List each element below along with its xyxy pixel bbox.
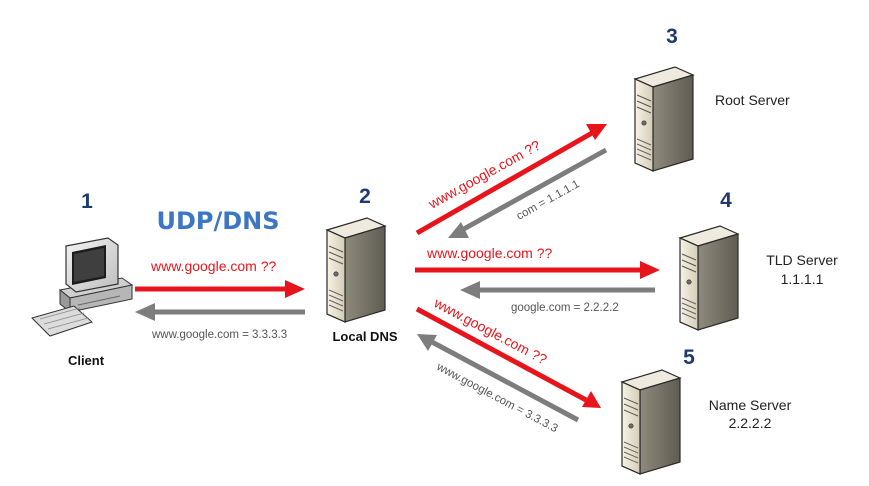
- arrow-client-to-local-dns: [135, 280, 305, 298]
- arrow-name-server-to-local-dns: [417, 334, 580, 423]
- arrow-tld-server-to-local-dns: [460, 281, 655, 299]
- name-server-ip: 2.2.2.2: [729, 415, 772, 431]
- step-number-local-dns: 2: [359, 185, 371, 208]
- client-answer-label: www.google.com = 3.3.3.3: [151, 329, 287, 341]
- arrow-local-dns-to-client: [135, 303, 305, 321]
- client-label: Client: [68, 353, 105, 368]
- tld-query-label: www.google.com ??: [426, 245, 553, 261]
- tld-server-icon: [679, 225, 739, 331]
- response-arrows: [135, 147, 655, 423]
- step-number-tld-server: 4: [720, 189, 732, 212]
- arrow-local-dns-to-tld-server: [415, 261, 660, 279]
- arrow-local-dns-to-root-server: [415, 124, 607, 236]
- tld-server-ip: 1.1.1.1: [781, 271, 824, 287]
- desktop-computer-icon: [31, 237, 134, 337]
- tld-answer-label: google.com = 2.2.2.2: [511, 302, 619, 314]
- client-query-label: www.google.com ??: [150, 258, 277, 274]
- root-server-label: Root Server: [715, 92, 790, 108]
- root-server-icon: [634, 66, 694, 172]
- arrow-root-server-to-local-dns: [448, 147, 608, 238]
- local-dns-label: Local DNS: [332, 329, 397, 344]
- local-dns-server-icon: [326, 217, 386, 323]
- tld-server-label: TLD Server: [766, 252, 838, 268]
- protocol-label: UDP/DNS: [156, 207, 279, 235]
- name-server-label: Name Server: [709, 397, 792, 413]
- request-arrows: [135, 124, 660, 408]
- arrow-local-dns-to-name-server: [415, 306, 601, 408]
- name-server-icon: [621, 369, 681, 475]
- step-number-root-server: 3: [666, 25, 678, 48]
- step-number-client: 1: [81, 190, 93, 213]
- step-number-name-server: 5: [683, 346, 695, 369]
- root-query-label: www.google.com ??: [425, 137, 543, 212]
